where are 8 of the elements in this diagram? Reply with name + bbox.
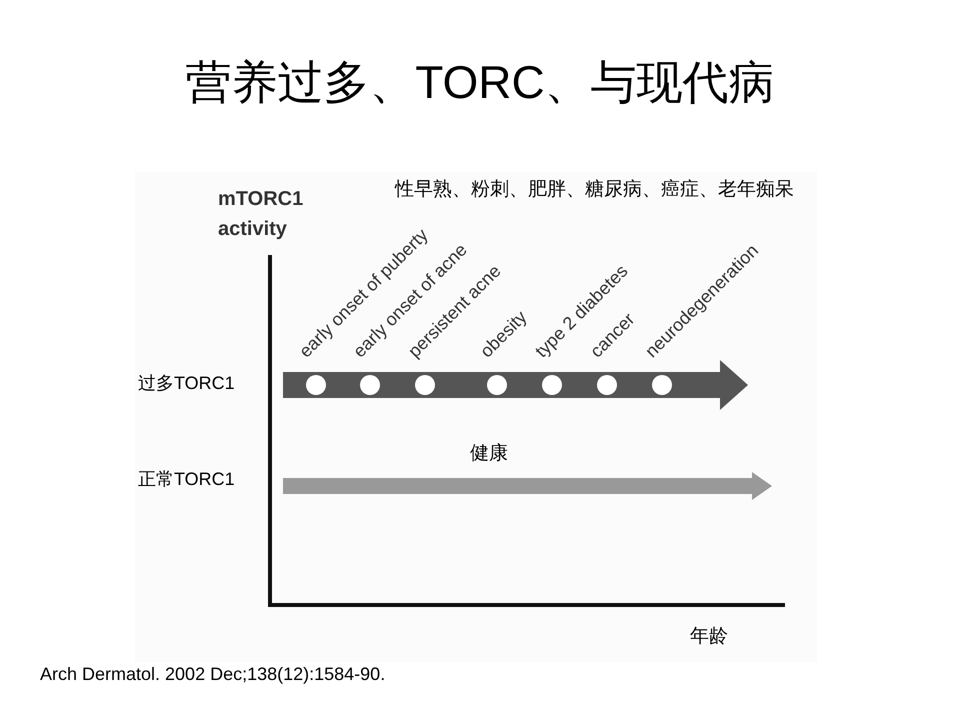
label: 性早熟、粉刺、肥胖、糖尿病、癌症、老年痴呆	[395, 178, 794, 202]
title: 营养过多、TORC、与现代病	[184, 55, 776, 110]
row-label: 正常TORC1	[138, 468, 235, 491]
axis-label: mTORC1 activity	[218, 187, 304, 242]
row-label: 过多TORC1	[138, 372, 235, 395]
citation: Arch Dermatol. 2002 Dec;138(12):1584-90.	[40, 664, 386, 685]
axis-label: 年龄	[690, 625, 728, 649]
label: 健康	[470, 442, 508, 466]
